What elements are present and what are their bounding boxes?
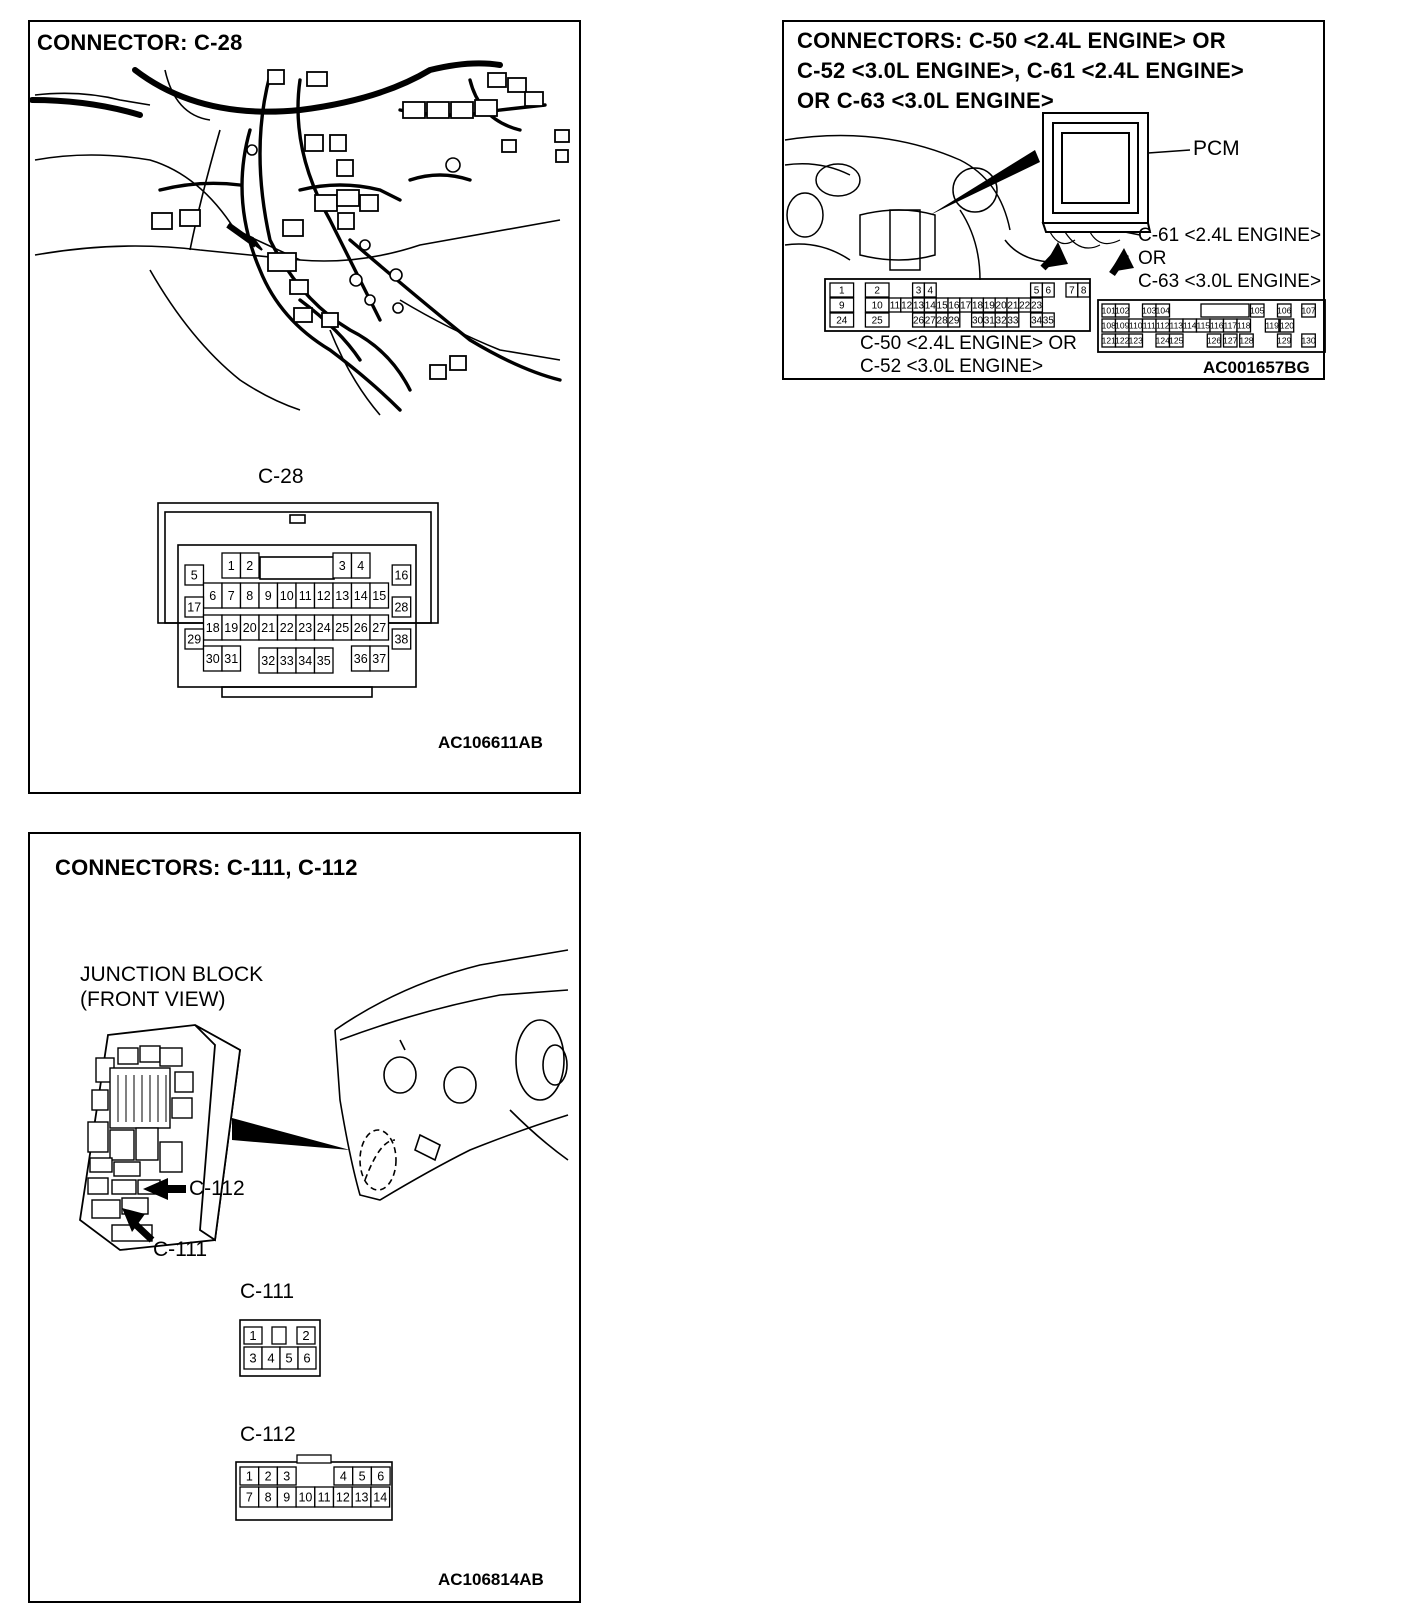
pcm-label: PCM [1193, 137, 1240, 160]
c112-connector-label: C-112 [240, 1423, 296, 1446]
panel-connector-c28 [28, 20, 581, 794]
c28-ref-code: AC106611AB [438, 733, 543, 752]
panel-pcm-title-line-2: C-52 <3.0L ENGINE>, C-61 <2.4L ENGINE> [797, 58, 1244, 83]
pcm-or-label: OR [1138, 248, 1167, 269]
c111-ref-code: AC106814AB [438, 1570, 544, 1589]
pcm-c61-label: C-61 <2.4L ENGINE> [1138, 225, 1322, 246]
panel-c111-title: CONNECTORS: C-111, C-112 [55, 855, 358, 880]
c112-callout: C-112 [189, 1177, 245, 1200]
panel-pcm-title-line-3: OR C-63 <3.0L ENGINE> [797, 88, 1054, 113]
junction-block-label-line-2: (FRONT VIEW) [80, 988, 226, 1011]
pcm-ref-code: AC001657BG [1203, 358, 1310, 377]
c111-connector-label: C-111 [240, 1280, 295, 1303]
pcm-c50-label-line-2: C-52 <3.0L ENGINE> [860, 356, 1044, 377]
panel-connectors-c111-c112 [28, 832, 581, 1603]
c28-connector-label: C-28 [258, 465, 304, 488]
c111-callout: C-111 [153, 1238, 208, 1261]
junction-block-label-line-1: JUNCTION BLOCK [80, 963, 264, 986]
pcm-c63-label: C-63 <3.0L ENGINE> [1138, 271, 1322, 292]
panel-c28-title: CONNECTOR: C-28 [37, 30, 243, 55]
pcm-c50-label-line-1: C-50 <2.4L ENGINE> OR [860, 333, 1077, 354]
panel-pcm-title-line-1: CONNECTORS: C-50 <2.4L ENGINE> OR [797, 28, 1226, 53]
